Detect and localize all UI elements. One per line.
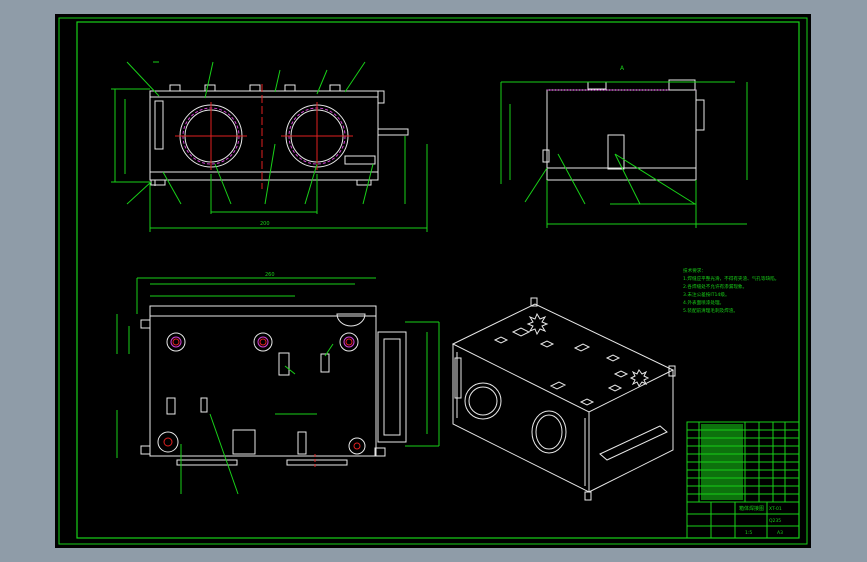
tech-note-line: 4.外表面喷漆处理。 bbox=[683, 299, 724, 306]
dim-label: 200 bbox=[260, 221, 270, 227]
tech-note-line: 5.装配前清理毛刺及焊渣。 bbox=[683, 307, 738, 314]
title-part-no: XT-01 bbox=[769, 506, 782, 512]
outer-frame bbox=[58, 17, 808, 545]
plan-view: 260 bbox=[116, 272, 440, 495]
title-block: 箱体焊接图 XT-01 Q235 A3 1:5 bbox=[686, 421, 800, 539]
title-drawing-name: 箱体焊接图 bbox=[739, 505, 764, 512]
side-view: A bbox=[500, 65, 748, 228]
isometric-view bbox=[451, 297, 676, 501]
technical-notes: 技术要求： 1.焊缝应平整光滑，不得有夹渣、气孔等缺陷。 2.各焊缝处不允许有渗… bbox=[683, 267, 779, 314]
tech-note-title: 技术要求： bbox=[683, 267, 706, 274]
cad-drawing-canvas: 200 A bbox=[58, 17, 808, 545]
tech-note-line: 3.未注公差按IT14级。 bbox=[683, 291, 730, 298]
inner-frame bbox=[76, 21, 800, 539]
tech-note-line: 1.焊缝应平整光滑，不得有夹渣、气孔等缺陷。 bbox=[683, 275, 779, 282]
front-view: 200 bbox=[111, 61, 428, 232]
plan-dim-label: 260 bbox=[265, 272, 275, 278]
title-scale: 1:5 bbox=[745, 530, 752, 536]
view-label-a: A bbox=[620, 65, 625, 72]
title-material: Q235 bbox=[769, 518, 781, 524]
drawing-sheet: 200 A bbox=[55, 14, 811, 548]
tech-note-line: 2.各焊缝处不允许有渗漏现象。 bbox=[683, 283, 747, 290]
title-sheet-ref: A3 bbox=[777, 530, 783, 536]
